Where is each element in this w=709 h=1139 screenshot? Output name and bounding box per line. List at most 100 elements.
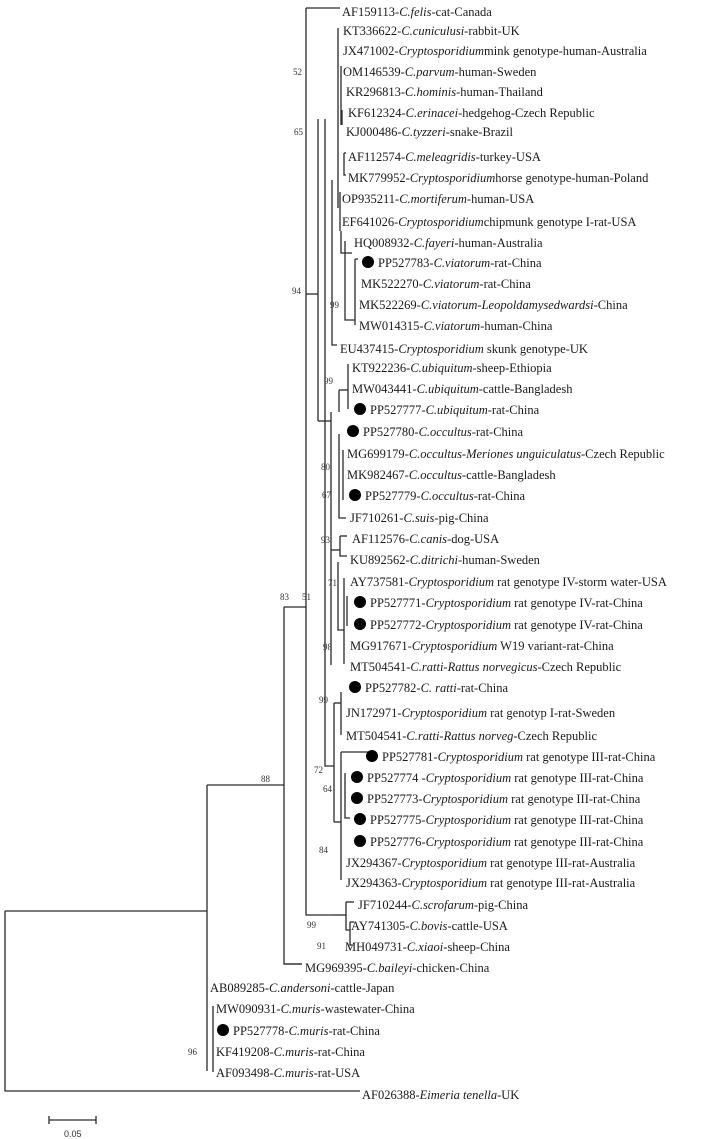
taxon: JX294367-Cryptosporidium rat genotype II… — [346, 856, 636, 870]
filled-circle-marker-icon — [351, 792, 363, 804]
taxon-label: MT504541-C.ratti-Rattus norveg-Czech Rep… — [346, 729, 597, 743]
taxon-study-sequence: PP527778-C.muris-rat-China — [217, 1024, 380, 1038]
taxon: MW090931-C.muris-wastewater-China — [216, 1002, 415, 1016]
filled-circle-marker-icon — [362, 256, 374, 268]
taxon-label: PP527778-C.muris-rat-China — [233, 1024, 380, 1038]
taxon-label: KJ000486-C.tyzzeri-snake-Brazil — [346, 125, 514, 139]
taxon-study-sequence: PP527772-Cryptosporidium rat genotype IV… — [354, 618, 643, 632]
taxon: MG917671-Cryptosporidium W19 variant-rat… — [350, 639, 614, 653]
taxon-label: MK522269-C.viatorum-Leopoldamysedwardsi-… — [359, 298, 628, 312]
taxon-label: KT922236-C.ubiquitum-sheep-Ethiopia — [352, 361, 552, 375]
filled-circle-marker-icon — [349, 489, 361, 501]
bootstrap-value: 80 — [321, 462, 331, 472]
taxon: KT336622-C.cuniculusi-rabbit-UK — [343, 24, 520, 38]
filled-circle-marker-icon — [351, 771, 363, 783]
taxon-label: AB089285-C.andersoni-cattle-Japan — [210, 981, 395, 995]
taxon: KJ000486-C.tyzzeri-snake-Brazil — [346, 125, 514, 139]
taxon-label: JX294367-Cryptosporidium rat genotype II… — [346, 856, 636, 870]
filled-circle-marker-icon — [354, 835, 366, 847]
taxon-label: AF112576-C.canis-dog-USA — [352, 532, 499, 546]
taxon-label: PP527775-Cryptosporidium rat genotype II… — [370, 813, 644, 827]
taxon: MT504541-C.ratti-Rattus norvegicus-Czech… — [350, 660, 622, 674]
bootstrap-value: 84 — [319, 845, 329, 855]
taxon: EU437415-Cryptosporidium skunk genotype-… — [340, 342, 588, 356]
taxon: AF112574-C.meleagridis-turkey-USA — [348, 150, 541, 164]
taxon: MK522270-C.viatorum-rat-China — [361, 277, 531, 291]
taxon-label: HQ008932-C.fayeri-human-Australia — [354, 236, 543, 250]
taxon-study-sequence: PP527775-Cryptosporidium rat genotype II… — [354, 813, 644, 827]
taxon-label: PP527774 -Cryptosporidium rat genotype I… — [367, 771, 644, 785]
bootstrap-value: 83 — [280, 592, 290, 602]
taxon-label: PP527777-C.ubiquitum-rat-China — [370, 403, 540, 417]
taxon: KU892562-C.ditrichi-human-Sweden — [350, 553, 541, 567]
taxon-label: MW014315-C.viatorum-human-China — [359, 319, 553, 333]
taxon-label: EF641026-Cryptosporidiumchipmunk genotyp… — [342, 215, 636, 229]
scale-bar-line — [48, 1116, 97, 1124]
bootstrap-value: 71 — [328, 578, 337, 588]
taxon: OM146539-C.parvum-human-Sweden — [343, 65, 537, 79]
taxon-label: AF159113-C.felis-cat-Canada — [342, 5, 492, 19]
taxon-labels: AF159113-C.felis-cat-CanadaKT336622-C.cu… — [210, 5, 667, 1102]
bootstrap-value: 99 — [324, 376, 334, 386]
taxon: EF641026-Cryptosporidiumchipmunk genotyp… — [342, 215, 636, 229]
taxon-label: JN172971-Cryptosporidium rat genotyp I-r… — [346, 706, 616, 720]
taxon-label: KF419208-C.muris-rat-China — [216, 1045, 365, 1059]
bootstrap-value: 51 — [302, 592, 311, 602]
scale-bar: 0.05 — [48, 1116, 97, 1139]
taxon-label: MG917671-Cryptosporidium W19 variant-rat… — [350, 639, 614, 653]
tree-branches — [4, 7, 370, 1092]
taxon: MG699179-C.occultus-Meriones unguiculatu… — [347, 447, 665, 461]
bootstrap-value: 67 — [322, 490, 332, 500]
taxon-label: MW043441-C.ubiquitum-cattle-Bangladesh — [352, 382, 573, 396]
taxon: AY737581-Cryptosporidium rat genotype IV… — [350, 575, 667, 589]
bootstrap-value: 99 — [330, 300, 340, 310]
taxon: HQ008932-C.fayeri-human-Australia — [354, 236, 543, 250]
taxon: KR296813-C.hominis-human-Thailand — [346, 85, 544, 99]
taxon-label: PP527783-C.viatorum-rat-China — [378, 256, 542, 270]
taxon-label: KR296813-C.hominis-human-Thailand — [346, 85, 544, 99]
taxon-label: AF026388-Eimeria tenella-UK — [362, 1088, 519, 1102]
taxon: MH049731-C.xiaoi-sheep-China — [345, 940, 510, 954]
bootstrap-value: 72 — [314, 765, 323, 775]
bootstrap-value: 96 — [188, 1047, 198, 1057]
taxon: AB089285-C.andersoni-cattle-Japan — [210, 981, 395, 995]
taxon-label: PP527772-Cryptosporidium rat genotype IV… — [370, 618, 643, 632]
taxon-label: AF112574-C.meleagridis-turkey-USA — [348, 150, 541, 164]
taxon-study-sequence: PP527782-C. ratti-rat-China — [349, 681, 509, 695]
taxon-label: AY741305-C.bovis-cattle-USA — [351, 919, 508, 933]
taxon-study-sequence: PP527771-Cryptosporidium rat genotype IV… — [354, 596, 643, 610]
bootstrap-value: 65 — [294, 127, 304, 137]
taxon: JX294363-Cryptosporidium rat genotype II… — [346, 876, 636, 890]
bootstrap-value: 52 — [293, 67, 302, 77]
taxon-label: JF710261-C.suis-pig-China — [350, 511, 489, 525]
filled-circle-marker-icon — [347, 425, 359, 437]
bootstrap-value: 94 — [292, 286, 302, 296]
filled-circle-marker-icon — [217, 1024, 229, 1036]
taxon-study-sequence: PP527780-C.occultus-rat-China — [347, 425, 524, 439]
taxon: MG969395-C.baileyi-chicken-China — [305, 961, 490, 975]
taxon-label: KT336622-C.cuniculusi-rabbit-UK — [343, 24, 520, 38]
bootstrap-value: 93 — [321, 535, 331, 545]
bootstrap-value: 88 — [261, 774, 271, 784]
taxon-label: MH049731-C.xiaoi-sheep-China — [345, 940, 510, 954]
taxon: MW043441-C.ubiquitum-cattle-Bangladesh — [352, 382, 573, 396]
taxon: KT922236-C.ubiquitum-sheep-Ethiopia — [352, 361, 552, 375]
bootstrap-value: 99 — [319, 695, 329, 705]
taxon: KF419208-C.muris-rat-China — [216, 1045, 365, 1059]
taxon: AY741305-C.bovis-cattle-USA — [351, 919, 508, 933]
filled-circle-marker-icon — [366, 750, 378, 762]
taxon-label: KF612324-C.erinacei-hedgehog-Czech Repub… — [348, 106, 595, 120]
taxon-label: KU892562-C.ditrichi-human-Sweden — [350, 553, 541, 567]
taxon-label: PP527771-Cryptosporidium rat genotype IV… — [370, 596, 643, 610]
taxon-study-sequence: PP527777-C.ubiquitum-rat-China — [354, 403, 540, 417]
taxon-label: MW090931-C.muris-wastewater-China — [216, 1002, 415, 1016]
taxon-label: JX294363-Cryptosporidium rat genotype II… — [346, 876, 636, 890]
taxon: OP935211-C.mortiferum-human-USA — [342, 192, 534, 206]
taxon-study-sequence: PP527776-Cryptosporidium rat genotype II… — [354, 835, 644, 849]
filled-circle-marker-icon — [349, 681, 361, 693]
taxon-label: PP527780-C.occultus-rat-China — [363, 425, 524, 439]
taxon-study-sequence: PP527779-C.occultus-rat-China — [349, 489, 526, 503]
taxon-study-sequence: PP527774 -Cryptosporidium rat genotype I… — [351, 771, 644, 785]
taxon-label: OP935211-C.mortiferum-human-USA — [342, 192, 534, 206]
taxon-label: JF710244-C.scrofarum-pig-China — [358, 898, 528, 912]
